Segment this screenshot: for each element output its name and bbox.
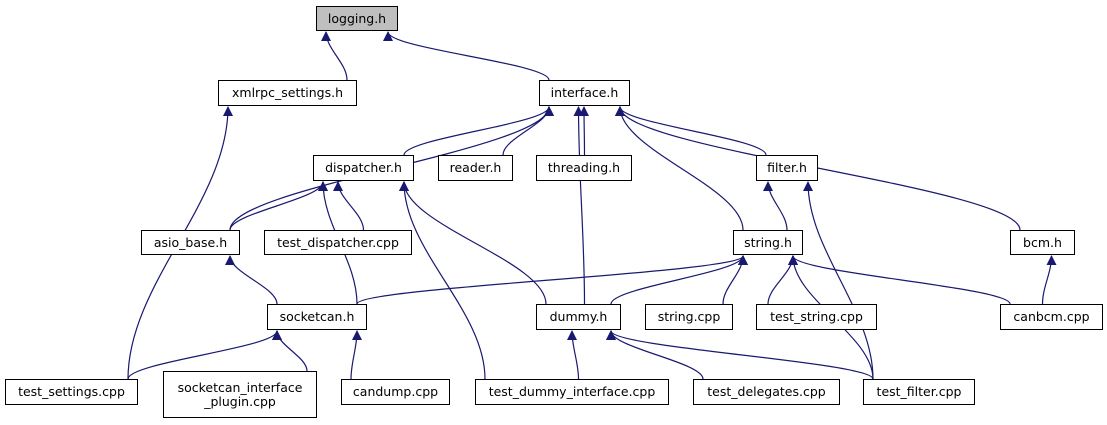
node-candump[interactable]: candump.cpp xyxy=(341,379,450,405)
node-canbcm[interactable]: canbcm.cpp xyxy=(1000,304,1103,330)
node-threading[interactable]: threading.h xyxy=(536,155,632,181)
node-dummy[interactable]: dummy.h xyxy=(536,304,621,330)
edge-test_filter-to-filter xyxy=(803,181,874,380)
edge-xmlrpc-to-logging xyxy=(321,31,348,81)
node-test-settings[interactable]: test_settings.cpp xyxy=(5,379,138,405)
edge-reader-to-interface xyxy=(502,106,554,156)
node-interface[interactable]: interface.h xyxy=(539,80,630,106)
node-test-filter[interactable]: test_filter.cpp xyxy=(863,379,975,405)
node-bcm[interactable]: bcm.h xyxy=(1010,230,1075,255)
node-xmlrpc[interactable]: xmlrpc_settings.h xyxy=(218,80,357,106)
edge-string_cpp-to-string xyxy=(722,255,748,305)
node-logging[interactable]: logging.h xyxy=(316,6,398,31)
node-string[interactable]: string.h xyxy=(733,230,803,255)
edge-filter-to-interface xyxy=(615,106,767,156)
edge-dummy-to-dispatcher xyxy=(399,181,547,305)
edge-threading-to-interface xyxy=(579,106,590,156)
edge-canbcm-to-bcm xyxy=(1041,255,1057,305)
node-reader[interactable]: reader.h xyxy=(438,155,513,181)
edge-test_dispatcher-to-dispatcher xyxy=(333,181,365,231)
edge-bcm-to-interface xyxy=(615,106,1021,231)
edge-dummy-to-interface xyxy=(573,106,586,305)
node-asio-base[interactable]: asio_base.h xyxy=(141,230,240,255)
edge-socketcan-to-string xyxy=(356,255,748,305)
edge-test_dummy_interface-to-dispatcher xyxy=(399,181,486,380)
edge-test_filter-to-dummy xyxy=(606,330,874,380)
node-plugin[interactable]: socketcan_interface _plugin.cpp xyxy=(163,371,317,418)
edge-socketcan-to-asio_base xyxy=(225,255,278,305)
edge-canbcm-to-string xyxy=(788,255,1011,305)
edge-plugin-to-socketcan xyxy=(272,330,308,372)
edge-dummy-to-string xyxy=(610,255,748,305)
edge-test_string-to-string xyxy=(767,255,798,305)
node-test-dispatcher[interactable]: test_dispatcher.cpp xyxy=(264,230,412,255)
edge-test_settings-to-socketcan xyxy=(127,330,282,380)
node-test-delegates[interactable]: test_delegates.cpp xyxy=(693,379,840,405)
node-dispatcher[interactable]: dispatcher.h xyxy=(313,155,414,181)
edge-string-to-interface xyxy=(615,106,744,231)
node-string-cpp[interactable]: string.cpp xyxy=(645,304,733,330)
node-socketcan[interactable]: socketcan.h xyxy=(267,304,367,330)
edge-candump-to-socketcan xyxy=(350,330,362,380)
node-filter[interactable]: filter.h xyxy=(756,155,818,181)
edge-string-to-filter xyxy=(763,181,788,231)
edge-test_dummy_interface-to-dummy xyxy=(567,330,580,380)
edge-dispatcher-to-interface xyxy=(403,106,554,156)
edge-interface-to-logging xyxy=(383,31,550,81)
node-test-dummy-interface[interactable]: test_dummy_interface.cpp xyxy=(475,379,669,405)
node-test-string[interactable]: test_string.cpp xyxy=(756,304,877,330)
